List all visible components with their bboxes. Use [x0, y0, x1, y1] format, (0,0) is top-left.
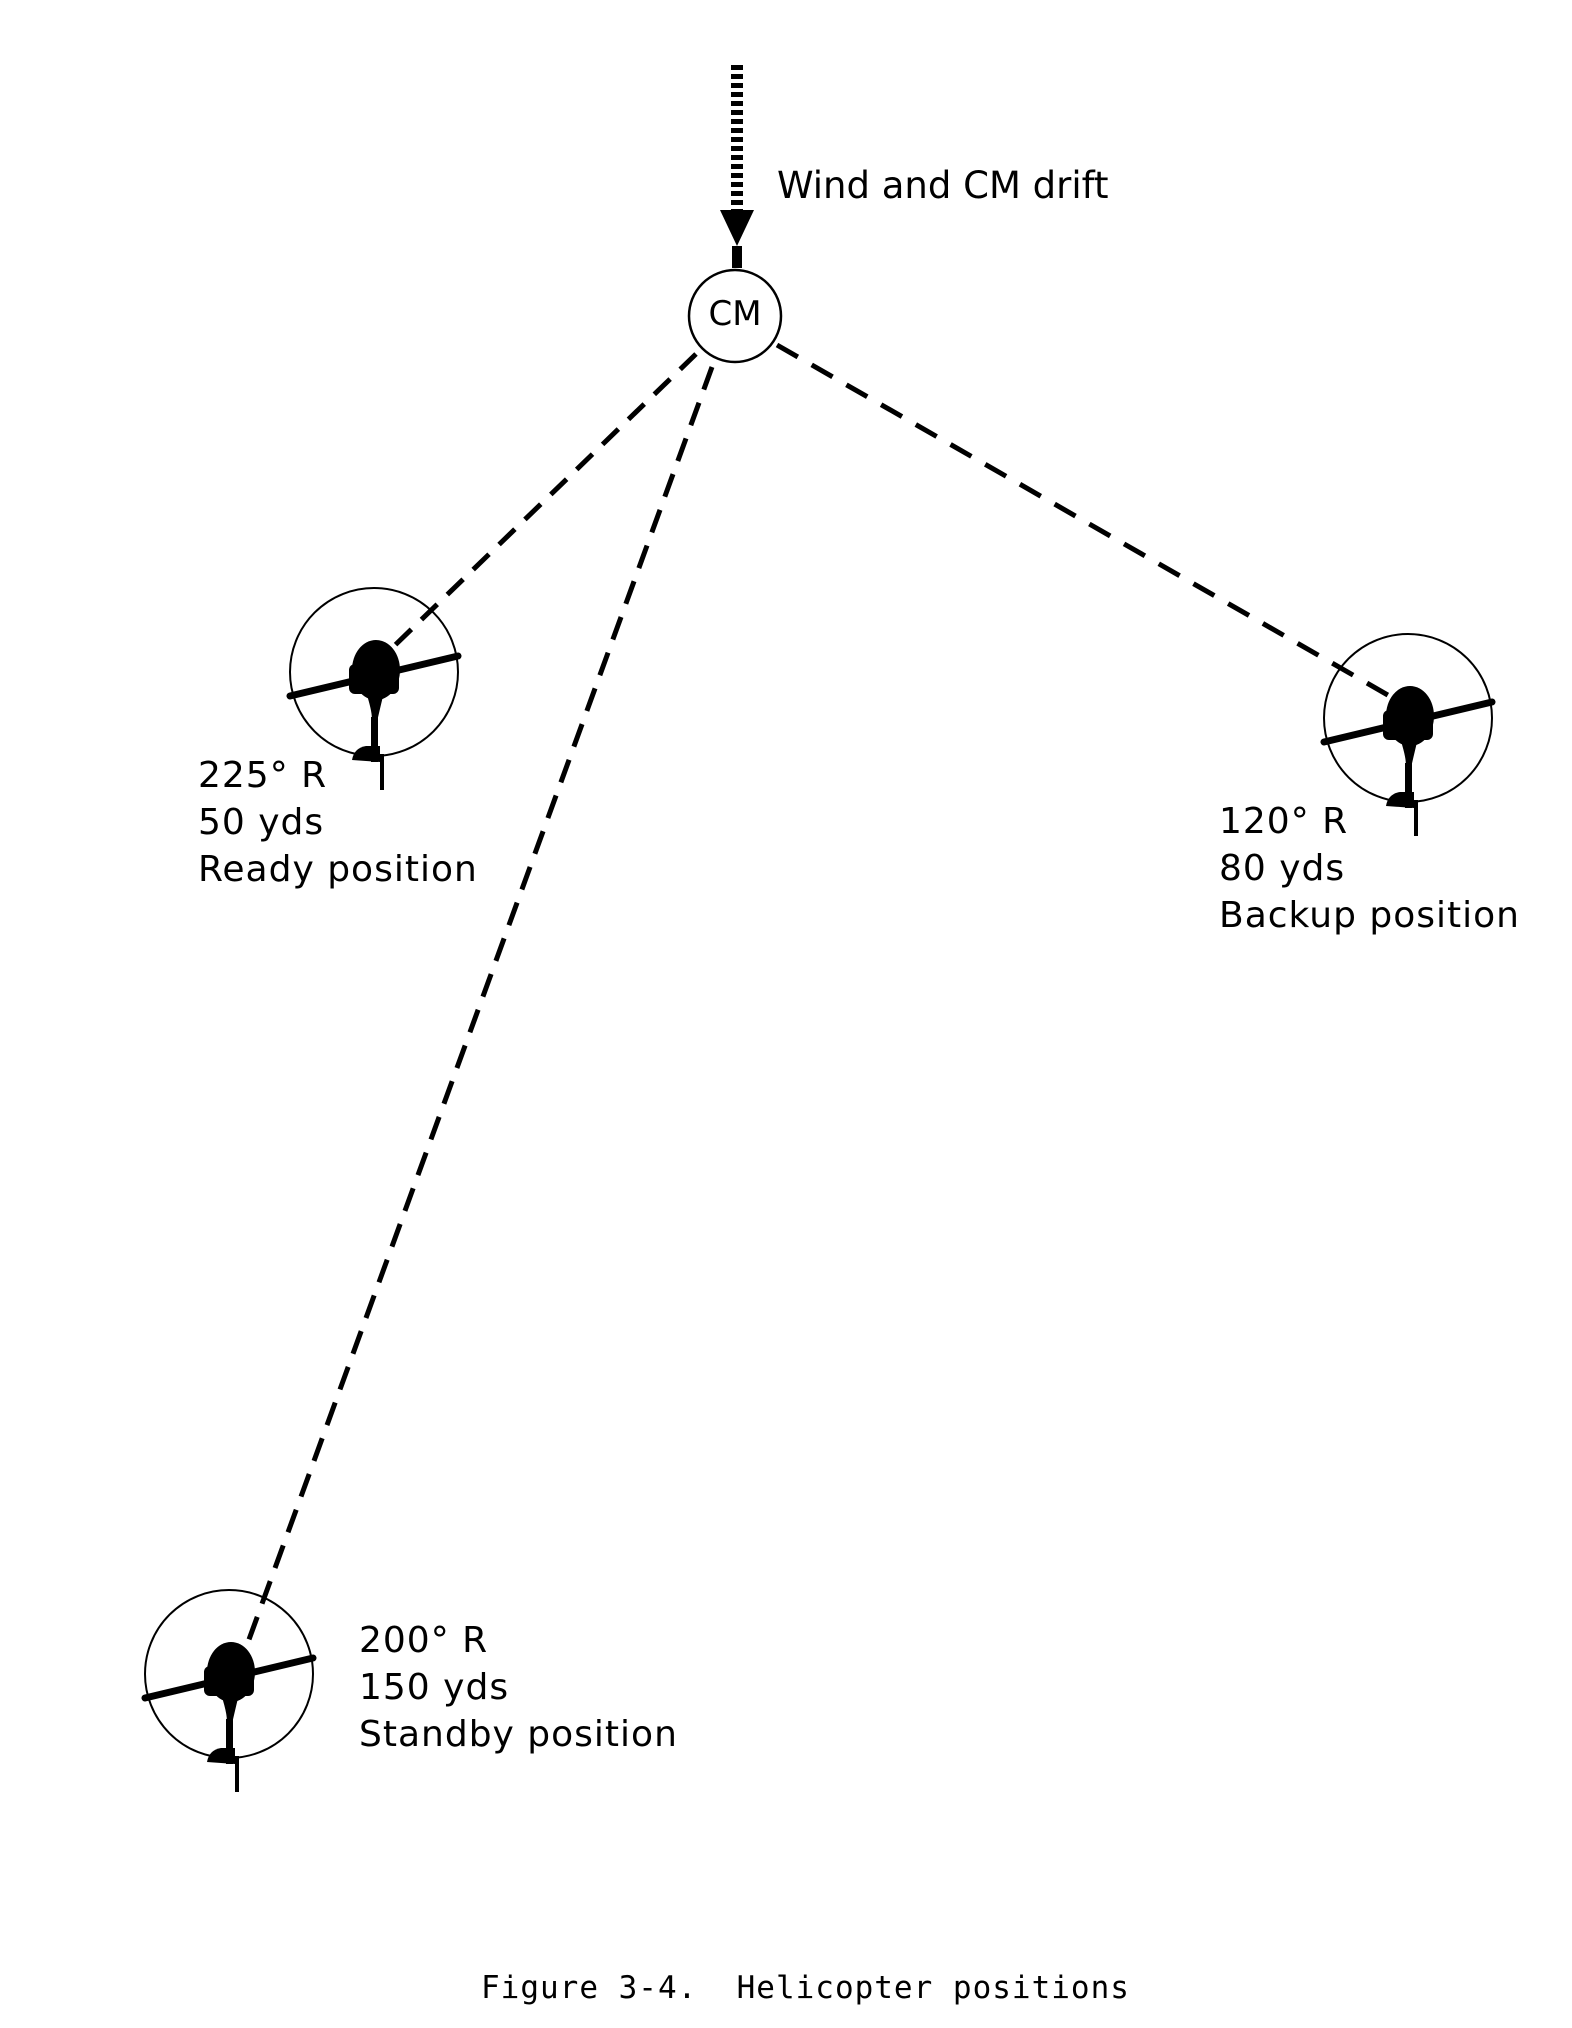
standby-position-label: 200° R 150 yds Standby position — [359, 1617, 678, 1758]
bearing: 120° R — [1219, 801, 1349, 842]
ready-position-label: 225° R 50 yds Ready position — [198, 752, 478, 893]
wind-drift-arrowhead-icon — [720, 210, 754, 246]
line-cm-to-ready — [388, 352, 698, 652]
backup-position-label: 120° R 80 yds Backup position — [1219, 798, 1520, 939]
role: Standby position — [359, 1714, 678, 1755]
helicopter-standby-icon — [145, 1590, 313, 1792]
role: Backup position — [1219, 895, 1520, 936]
distance: 50 yds — [198, 802, 325, 843]
bearing: 225° R — [198, 755, 328, 796]
distance: 150 yds — [359, 1667, 510, 1708]
cm-circle — [687, 268, 783, 364]
wind-drift-label: Wind and CM drift — [777, 164, 1109, 207]
distance: 80 yds — [1219, 848, 1346, 889]
line-cm-to-standby — [244, 366, 715, 1646]
line-cm-to-backup — [775, 342, 1402, 705]
bearing: 200° R — [359, 1620, 489, 1661]
figure-caption: Figure 3-4. Helicopter positions — [481, 1970, 1130, 2006]
role: Ready position — [198, 849, 478, 890]
cm-label: CM — [708, 294, 762, 334]
